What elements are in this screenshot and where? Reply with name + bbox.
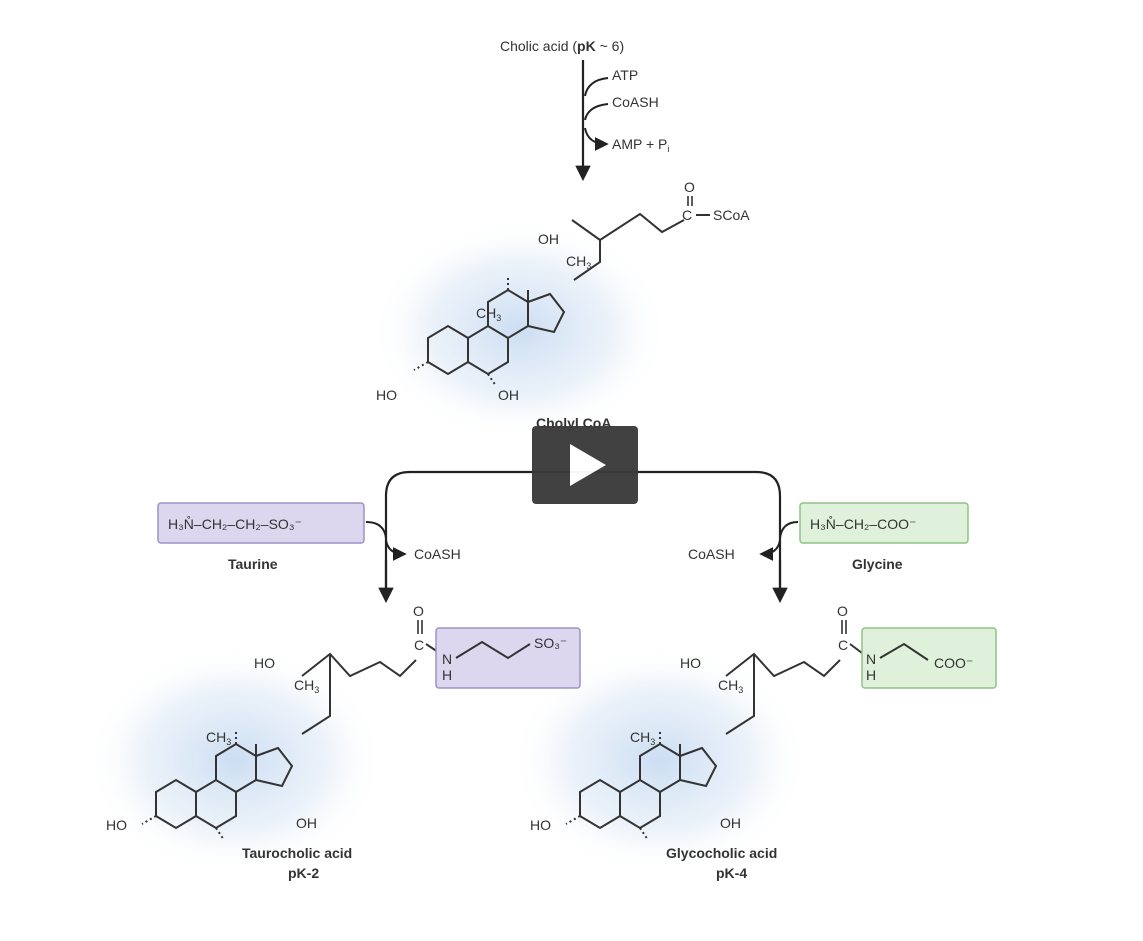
glyco-ch3-mid: CH3 <box>630 729 655 747</box>
glyco-n-label: N <box>866 651 876 667</box>
video-play-button[interactable] <box>532 426 638 504</box>
glycine-box <box>799 502 969 544</box>
glyco-carbonyl-c: C <box>838 637 848 653</box>
amp-curve <box>584 127 609 151</box>
cholyl-12oh-label: OH <box>538 231 559 247</box>
glycine-name: Glycine <box>852 556 903 572</box>
tauro-carbonyl-o: O <box>413 603 424 619</box>
play-icon <box>570 444 606 486</box>
glyco-h-label: H <box>866 667 876 683</box>
cholyl-7oh-label: OH <box>498 387 519 403</box>
taurine-formula: H₃N̊–CH₂–CH₂–SO₃⁻ <box>168 515 302 532</box>
taurocholic-pk: pK-2 <box>288 865 319 881</box>
tauro-3ho-label: HO <box>106 817 127 833</box>
glycine-residue-box <box>861 627 997 689</box>
atp-label: ATP <box>612 67 638 83</box>
glycine-formula: H₃N̊–CH₂–COO⁻ <box>810 515 916 532</box>
carbonyl-o-label: O <box>684 179 695 195</box>
glyco-12ho-label: HO <box>680 655 701 671</box>
cholic-acid-label: Cholic acid (pK ~ 6) <box>500 38 624 54</box>
tauro-so3-label: SO₃⁻ <box>534 635 567 651</box>
glycocholic-name: Glycocholic acid <box>666 845 777 861</box>
glyco-ch3-top: CH3 <box>718 677 743 695</box>
tauro-carbonyl-c: C <box>414 637 424 653</box>
taurine-coash-label: CoASH <box>414 546 461 562</box>
tauro-ch3-top: CH3 <box>294 677 319 695</box>
glycocholic-side-chain <box>725 652 841 678</box>
taurocholic-side-chain <box>301 652 417 678</box>
tauro-12ho-label: HO <box>254 655 275 671</box>
taurocholic-name: Taurocholic acid <box>242 845 352 861</box>
taurine-coash-curve <box>385 539 407 561</box>
glycocholic-pk: pK-4 <box>716 865 747 881</box>
glyco-7oh-label: OH <box>720 815 741 831</box>
coash-label: CoASH <box>612 94 659 110</box>
carbonyl-c-label: C <box>682 207 692 223</box>
coash-curve <box>584 103 609 121</box>
atp-curve <box>584 77 609 97</box>
glyco-3ho-label: HO <box>530 817 551 833</box>
tauro-7oh-label: OH <box>296 815 317 831</box>
glow-taurocholic <box>85 645 385 875</box>
tauro-n-label: N <box>442 651 452 667</box>
taurine-entry-curve <box>365 521 387 539</box>
glycine-coash-label: CoASH <box>688 546 735 562</box>
glyco-coo-label: COO⁻ <box>934 655 973 671</box>
glycine-coash-curve <box>759 539 781 561</box>
glyco-carbonyl-o: O <box>837 603 848 619</box>
taurine-box <box>157 502 365 544</box>
glow-glycocholic <box>510 645 810 875</box>
cholyl-ch3-top: CH3 <box>566 253 591 271</box>
cholyl-3ho-label: HO <box>376 387 397 403</box>
cholyl-ch3-mid: CH3 <box>476 305 501 323</box>
tauro-ch3-mid: CH3 <box>206 729 231 747</box>
taurine-name: Taurine <box>228 556 278 572</box>
scoa-label: SCoA <box>713 207 750 223</box>
cholyl-side-chain <box>571 212 685 242</box>
glycine-entry-curve <box>779 521 799 539</box>
tauro-h-label: H <box>442 667 452 683</box>
amp-pi-label: AMP + Pi <box>612 136 669 154</box>
